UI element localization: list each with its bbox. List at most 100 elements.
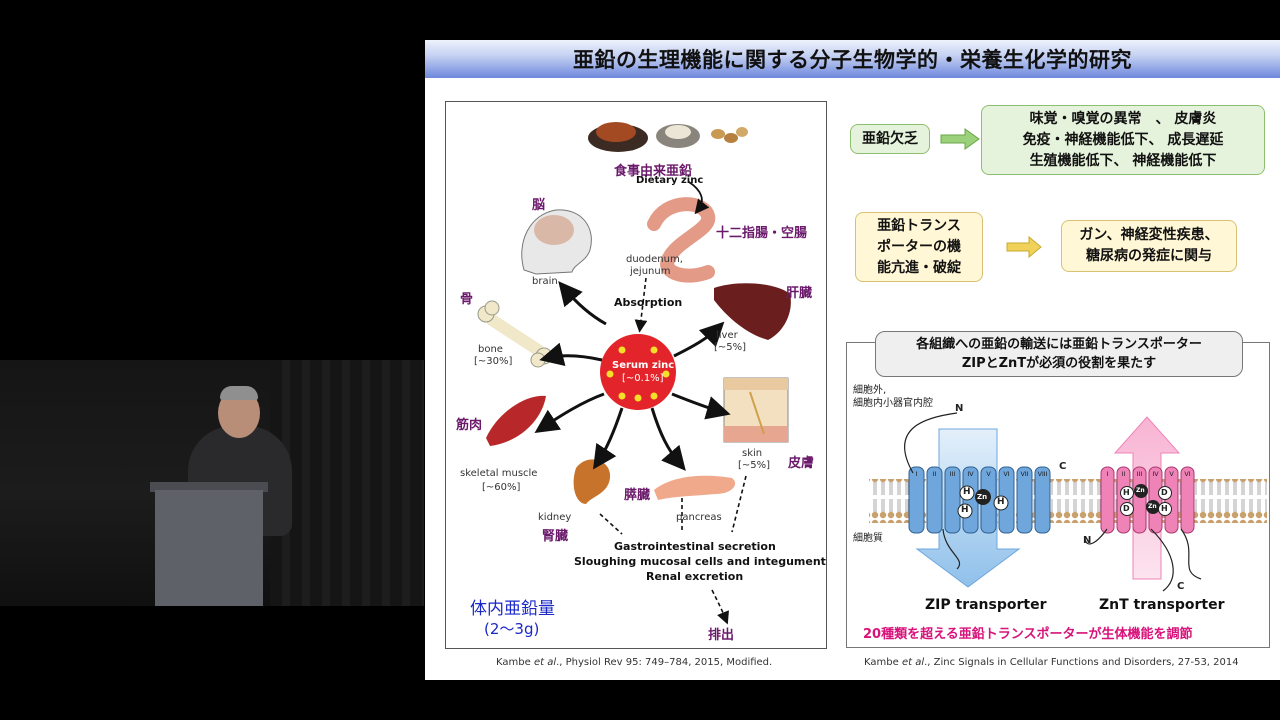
total-zinc-line-1: 体内亜鉛量: [470, 599, 555, 619]
muscle-pct: [~60%]: [482, 482, 521, 493]
speaker-video: [0, 360, 424, 606]
bone-pct: [~30%]: [474, 356, 513, 367]
liver-pct: [~5%]: [714, 342, 747, 353]
excretion-dashes: [599, 475, 747, 625]
duodenum-en-1: duodenum,: [626, 254, 683, 265]
znt-c-terminus: C: [1177, 581, 1185, 592]
podium-top: [150, 482, 268, 492]
znt-helix-6: [1180, 466, 1195, 534]
zip-helix-7: [1016, 466, 1033, 534]
skin-pct: [~5%]: [738, 460, 771, 471]
duodenum-icon: [647, 197, 716, 283]
outside-label-2: 細胞内小器官内腔: [853, 398, 933, 409]
zip-helix-label-7: VII: [1021, 471, 1029, 478]
znt-helix-3: [1132, 466, 1147, 534]
zip-h-site-3: H: [997, 497, 1005, 507]
serum-zinc-label: Serum zinc: [612, 360, 675, 371]
znt-helix-label-5: V: [1169, 471, 1174, 478]
skin-icon: [723, 377, 789, 443]
pancreas-icon: [654, 475, 736, 500]
zip-helix-8: [1034, 466, 1051, 534]
slide-title: 亜鉛の生理機能に関する分子生物学的・栄養生化学的研究: [573, 48, 1132, 72]
zip-helix-1: [908, 466, 925, 534]
zip-helix-label-4: IV: [967, 471, 974, 478]
znt-zn-label-1: Zn: [1136, 487, 1145, 494]
liver-en: liver: [716, 330, 738, 341]
zinc-distribution-panel: 食事由来亜鉛 Dietary zinc 十二指腸・空腸 duodenum, je…: [445, 101, 827, 649]
skin-en: skin: [742, 448, 763, 459]
brain-en: brain: [532, 276, 558, 287]
duodenum-jp: 十二指腸・空腸: [716, 226, 808, 241]
serum-zinc-circle: [600, 334, 676, 410]
distribution-arrows: [534, 281, 731, 471]
kidney-jp: 腎臓: [542, 529, 569, 544]
skin-jp: 皮膚: [788, 456, 815, 471]
disease-box: ガン、神経変性疾患、 糖尿病の発症に関与: [1061, 220, 1237, 272]
distribution-graphics: [477, 122, 791, 625]
zip-c-terminus: C: [1059, 461, 1067, 472]
znt-zn-label-2: Zn: [1148, 503, 1157, 510]
podium: [155, 490, 263, 606]
brain-jp: 脳: [532, 198, 546, 213]
liver-jp: 肝臓: [786, 286, 813, 301]
znt-helix-label-1: I: [1107, 471, 1109, 478]
total-zinc-line-2: (2～3g): [484, 620, 540, 638]
dietary-zinc-jp: 食事由来亜鉛: [614, 164, 693, 179]
znt-helix-2: [1116, 466, 1131, 534]
slide-title-bar: 亜鉛の生理機能に関する分子生物学的・栄養生化学的研究: [425, 40, 1280, 78]
zip-helix-label-6: VI: [1003, 471, 1009, 478]
zip-helix-2: [926, 466, 943, 534]
brain-head-icon: [521, 209, 592, 275]
muscle-en: skeletal muscle: [460, 468, 538, 479]
znt-helix-label-6: VI: [1184, 471, 1190, 478]
muscle-jp: 筋肉: [456, 418, 483, 433]
food-icon: [588, 122, 748, 152]
citation-left: Kambe et al., Physiol Rev 95: 749–784, 2…: [496, 657, 773, 668]
znt-h-site-2: H: [1161, 504, 1168, 513]
deficiency-arrow-icon: [940, 128, 980, 150]
duodenum-en-2: jejunum: [630, 266, 671, 277]
znt-helix-1: [1100, 466, 1115, 534]
zip-helix-label-8: VIII: [1038, 471, 1048, 478]
secretion-line-1: Gastrointestinal secretion: [614, 540, 776, 553]
citation-right: Kambe et al., Zinc Signals in Cellular F…: [864, 657, 1239, 668]
transporter-header-box: 各組織への亜鉛の輸送には亜鉛トランスポーター ZIPとZnTが必須の役割を果たす: [875, 331, 1243, 377]
serum-zinc-pct: [~0.1%]: [622, 373, 664, 384]
zip-h-site-1: H: [963, 487, 971, 497]
disease-arrow-icon: [1006, 235, 1042, 259]
absorption-label: Absorption: [614, 296, 683, 309]
secretion-line-3: Renal excretion: [646, 570, 744, 583]
pancreas-jp: 膵臓: [624, 488, 651, 503]
znt-helix-label-2: II: [1122, 471, 1126, 478]
znt-n-terminus: N: [1083, 535, 1092, 546]
znt-helix-label-3: III: [1137, 471, 1143, 478]
zip-zn-label: Zn: [977, 493, 988, 501]
kidney-en: kidney: [538, 512, 572, 523]
excretion-label: 排出: [708, 628, 735, 643]
transporter-panel: 各組織への亜鉛の輸送には亜鉛トランスポーター ZIPとZnTが必須の役割を果たす…: [846, 331, 1270, 648]
liver-icon: [714, 283, 791, 340]
znt-d-site-1: D: [1123, 504, 1130, 513]
znt-helix-label-4: IV: [1152, 471, 1159, 478]
presentation-slide: 亜鉛の生理機能に関する分子生物学的・栄養生化学的研究: [425, 40, 1280, 680]
muscle-icon: [486, 395, 546, 446]
dietary-zinc-en: Dietary zinc: [636, 175, 704, 186]
speaker-hair: [220, 386, 258, 400]
zip-n-terminus: N: [955, 403, 964, 414]
znt-transporter-label: ZnT transporter: [1099, 597, 1225, 613]
zip-helix-3: [944, 466, 961, 534]
kidney-icon: [573, 459, 611, 504]
bone-jp: 骨: [460, 292, 474, 307]
cytoplasm-label: 細胞質: [853, 533, 883, 544]
zinc-deficiency-box: 亜鉛欠乏: [850, 124, 930, 154]
bone-en: bone: [478, 344, 503, 355]
zip-h-site-2: H: [961, 505, 969, 515]
zip-helix-label-5: V: [986, 471, 991, 478]
transporter-dysfunction-box: 亜鉛トランス ポーターの機 能亢進・破綻: [855, 212, 983, 282]
transporter-footer: 20種類を超える亜鉛トランスポーターが生体機能を調節: [863, 627, 1193, 642]
stage-curtain: [270, 360, 424, 606]
pancreas-en: pancreas: [676, 512, 722, 523]
secretion-line-2: Sloughing mucosal cells and integument: [574, 555, 826, 568]
